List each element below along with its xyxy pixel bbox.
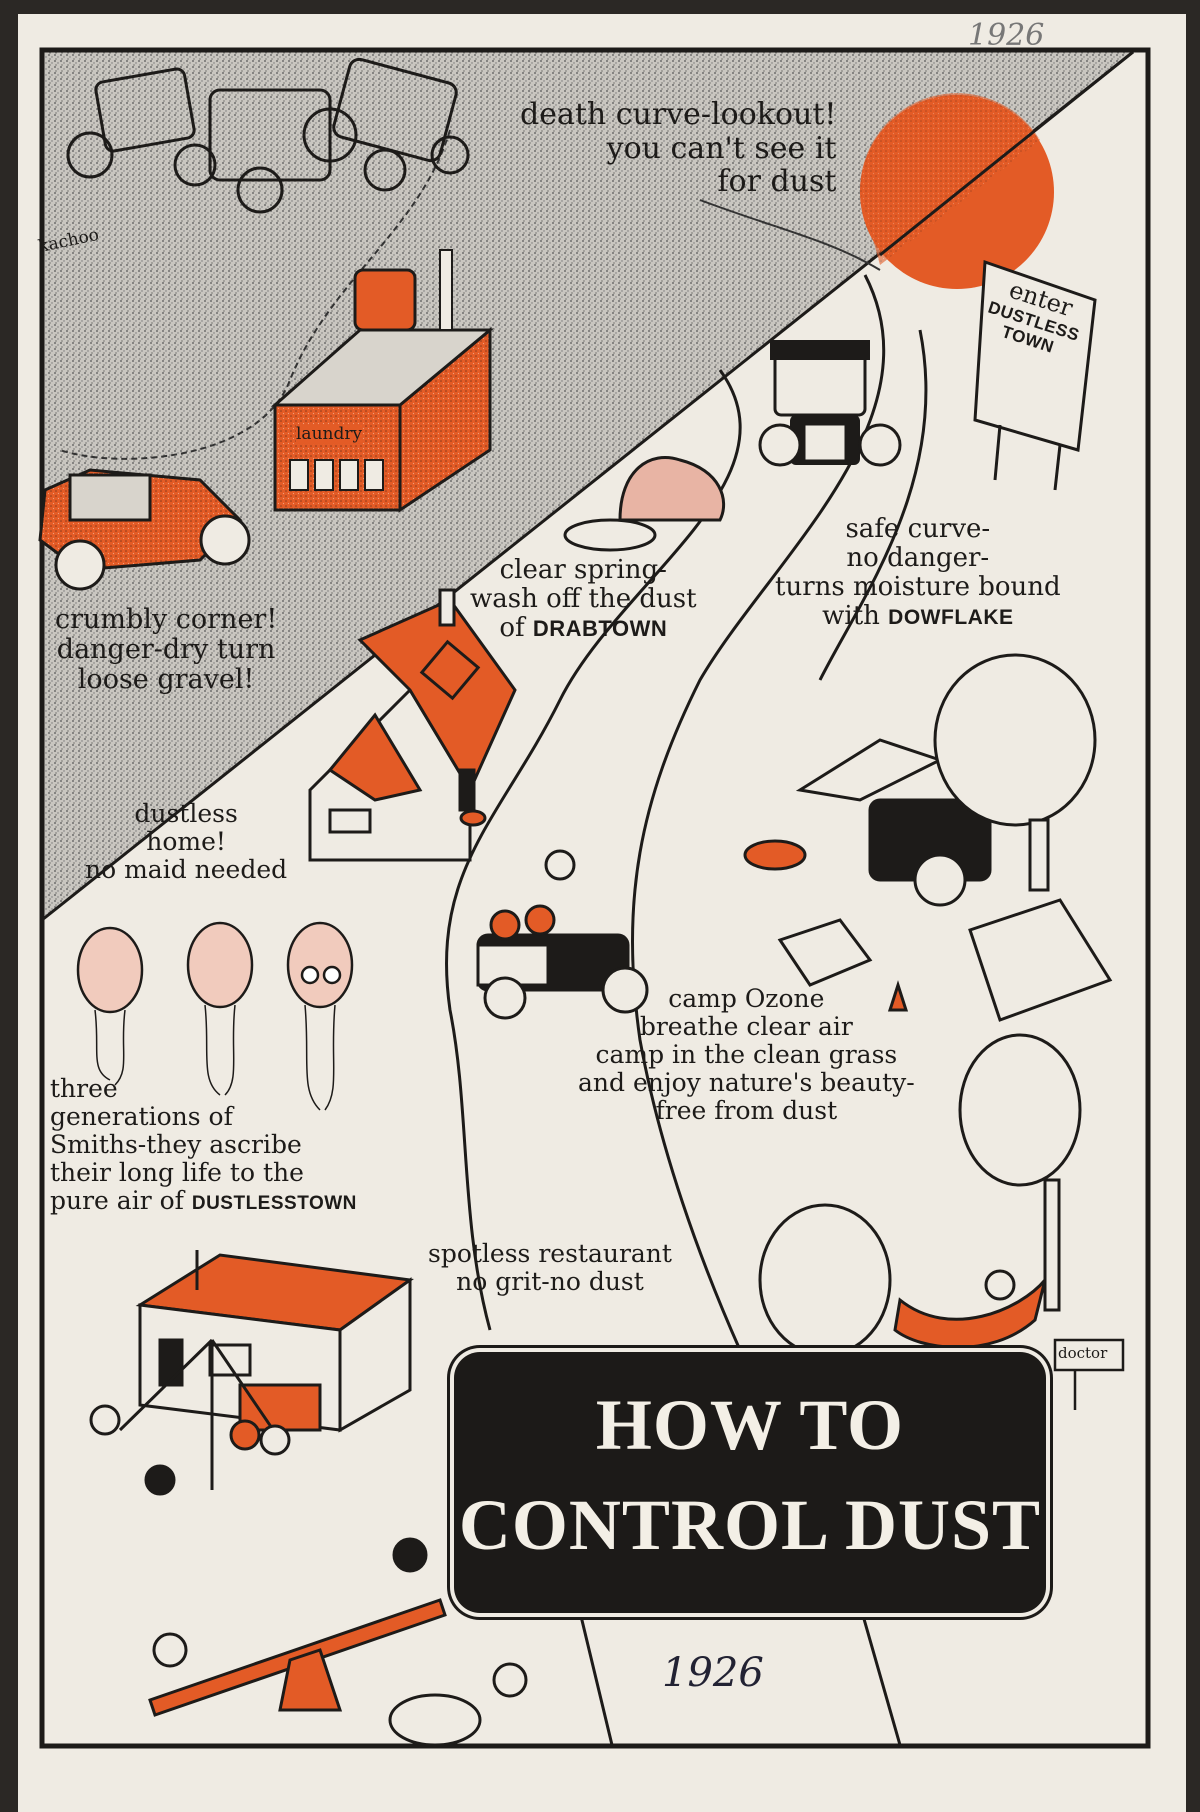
crumbly-corner-label: crumbly corner! danger-dry turn loose gr… [55,604,278,696]
camp-scene [743,653,1113,1022]
enter-dustless-town-sign [973,259,1097,491]
clear-spring-rock [563,456,726,552]
dusty-orange-car [38,468,251,591]
playground [89,1338,528,1747]
safe-curve-label: safe curve- no danger- turns moisture bo… [775,514,1061,632]
doctor-sign [1053,1338,1125,1410]
black-car [758,340,902,467]
touring-car [476,849,649,1020]
restaurant-label: spotless restaurant no grit-no dust [428,1239,672,1296]
dustless-home [308,588,517,862]
restaurant-building [135,1250,414,1433]
dustlesstown-text: DUSTLESSTOWN [191,1193,357,1214]
laundry-sign: laundry [296,424,363,445]
wrecked-cars [66,57,470,214]
clear-spring-label: clear spring- wash off the dust of DRABT… [470,555,697,644]
title-line-2: CONTROL DUST [458,1485,1042,1565]
clear-spring-text: clear spring- wash off the dust of [470,555,697,644]
dowflake-text: DOWFLAKE [888,606,1014,630]
safe-curve-text: safe curve- no danger- turns moisture bo… [775,514,1061,632]
frame-border [39,47,1151,1749]
road-mid [631,274,886,1351]
title-line-1: HOW TO [595,1385,905,1465]
death-curve-label: death curve-lookout! you can't see it fo… [520,97,837,200]
handwritten-year-bottom: 1926 [662,1650,764,1696]
trees [758,1033,1082,1377]
laundry-building [271,249,495,513]
drabtown-text: DRABTOWN [532,616,668,642]
sun-icon [859,50,1134,289]
three-generations-text: three generations of Smiths-they ascribe… [50,1074,304,1215]
hammock [893,1269,1047,1349]
camp-ozone-label: camp Ozone breathe clear air camp in the… [578,984,915,1125]
dustless-home-label: dustless home! no maid needed [85,799,288,884]
handwritten-year-top: 1926 [968,18,1045,53]
road-right [818,329,928,681]
title-panel: HOW TO CONTROL DUST [454,1352,1046,1613]
doctor-sign-text: doctor [1058,1344,1108,1362]
three-generations-label: three generations of Smiths-they ascribe… [50,1075,357,1215]
smith-faces [76,921,354,1111]
